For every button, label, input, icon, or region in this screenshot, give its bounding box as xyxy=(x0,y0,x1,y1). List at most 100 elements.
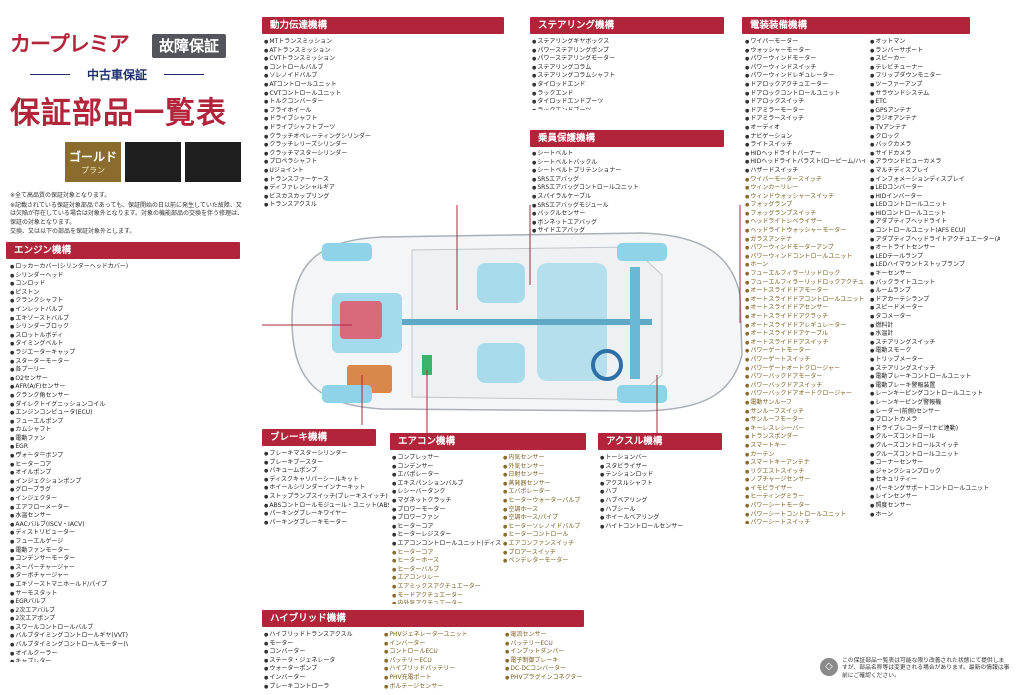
list-item: ラックエンドブーツ xyxy=(532,107,672,110)
list-item: クランク角センサー xyxy=(10,392,128,401)
hybrid-list-1: ハイブリッドトランスアクスルモーターコンバーターステータ・ジェネレータウォーター… xyxy=(264,631,384,689)
list-item: ソレノイドバルブ xyxy=(264,72,394,81)
list-item: スターターモーター xyxy=(10,358,128,367)
list-item: 燃料計 xyxy=(870,322,1000,331)
wheel-front-left xyxy=(322,243,372,261)
list-item: バックライトユニット xyxy=(870,279,1000,288)
list-item: バルブタイミングコントロールギヤ(VVT) xyxy=(10,632,128,641)
list-item: O2センサー xyxy=(10,375,128,384)
list-item: HIDヘッドライトバラスト(ローピーム/ハイビーム) xyxy=(745,158,865,167)
list-item: オートライトセンサー xyxy=(870,244,1000,253)
seat-front-left xyxy=(477,263,525,303)
list-item: 空調ホース xyxy=(503,506,593,515)
list-item: パワーウィンドモーターアンプ xyxy=(745,244,865,253)
list-item: フューエルフィラーリッドロック xyxy=(745,270,865,279)
list-item: ターボチャージャー xyxy=(10,572,128,581)
list-item: エンジンコンピュータ(ECU) xyxy=(10,409,128,418)
list-item: オーディオ xyxy=(745,124,865,133)
list-item: グロープラグ xyxy=(10,486,128,495)
list-item: オートスライドドアスイッチ xyxy=(745,339,865,348)
list-item: TVアンテナ xyxy=(870,124,1000,133)
list-item: アラウンドビューカメラ xyxy=(870,158,1000,167)
list-item: ヒーターソレノイドバルブ xyxy=(503,523,593,532)
list-item: テレビチューナー xyxy=(870,64,1000,73)
plan-dark-2[interactable] xyxy=(185,142,241,182)
list-item: アダプティブヘッドライト xyxy=(870,218,1000,227)
list-item: ヒーターバルブ xyxy=(392,566,502,575)
list-item: レシーバータンク xyxy=(392,488,502,497)
list-item: パーキングサポートコントロールユニット xyxy=(870,485,1000,494)
list-item: ライトスイッチ xyxy=(745,141,865,150)
list-item: サラウンドシステム xyxy=(870,90,1000,99)
list-item: プロペラシャフト xyxy=(264,158,394,167)
list-item: クルーズコントロール xyxy=(870,433,1000,442)
list-item: イモビライザー xyxy=(745,485,865,494)
plan-gold-sublabel: プラン xyxy=(81,166,105,175)
list-item: HIDコントロールユニット xyxy=(870,210,1000,219)
list-item: パワーステアリングポンプ xyxy=(532,47,672,56)
list-item: パワーシートコントロールユニット xyxy=(745,511,865,520)
list-item: ハザードスイッチ xyxy=(745,167,865,176)
list-item: コントロールECU xyxy=(384,648,504,657)
list-item: インジェクター xyxy=(10,495,128,504)
list-item: 照度センサー xyxy=(870,502,1000,511)
list-item: コントロールバルブ xyxy=(264,64,394,73)
list-item: ウォッシャーモーター xyxy=(745,47,865,56)
list-item: スピーカー xyxy=(870,55,1000,64)
subbrand-line-right xyxy=(164,74,204,75)
list-item: ATコントロールユニット xyxy=(264,81,394,90)
plan-gold[interactable]: ゴールド プラン xyxy=(65,142,121,182)
list-item: スマートキー xyxy=(745,442,865,451)
list-item: SRSエアバッグモジュール xyxy=(532,202,672,211)
list-item: EGRバルブ xyxy=(10,598,128,607)
list-item: スパイラルケーブル xyxy=(532,193,672,202)
list-item: ラジエーターキャップ xyxy=(10,349,128,358)
list-item: インジェクションポンプ xyxy=(10,478,128,487)
list-item: 電流センサー xyxy=(505,631,605,640)
subbrand-line-left xyxy=(30,74,70,75)
list-item: AFR(A/F)センサー xyxy=(10,383,128,392)
list-item: LEDコンバーター xyxy=(870,184,1000,193)
axle-list: トーションバースタビライザーテンションロッドアクスルシャフトハブハブベアリングハ… xyxy=(600,454,715,534)
list-item: ワイパーモーター xyxy=(745,38,865,47)
list-item: オートスライドドアケーブル xyxy=(745,330,865,339)
list-item: フューエルフィラーリッドロックアクチュエーター xyxy=(745,279,865,288)
list-item: クラッチオペレーティングシリンダー xyxy=(264,133,394,142)
electrical-list-1: ワイパーモーターウォッシャーモーターパワーウィンドモーターパワーウィンドスイッチ… xyxy=(745,38,865,524)
list-item: パワーシートモーター xyxy=(745,502,865,511)
list-item: ロッカーカバー(シリンダーヘッドカバー) xyxy=(10,263,128,272)
list-item: オットマン xyxy=(870,38,1000,47)
brand-header: カープレミア 故障保証 xyxy=(10,28,245,60)
list-item: ブロアースイッチ xyxy=(503,549,593,558)
list-item: エアコンリレー xyxy=(392,574,502,583)
plan-dark-1[interactable] xyxy=(125,142,181,182)
list-item: パワーウィンドモーター xyxy=(745,55,865,64)
list-item: ホーン xyxy=(870,511,1000,520)
list-item: エバポレーター xyxy=(503,488,593,497)
list-item: サーモスタット xyxy=(10,590,128,599)
list-item: ブロワーモーター xyxy=(392,506,502,515)
list-item: ウィンドウォッシャースイッチ xyxy=(745,193,865,202)
list-item: ビスカスカップリング xyxy=(264,193,394,202)
category-electrical-header: 電装装備機構 xyxy=(742,17,970,34)
list-item: ノブチャージセンサー xyxy=(745,476,865,485)
list-item: バックカメラ xyxy=(870,141,1000,150)
power-list: MTトランスミッションATトランスミッションCVTトランスミッションコントロール… xyxy=(264,38,394,208)
list-item: 電子制御ブレーキ xyxy=(505,657,605,666)
list-item: フォッグランプスイッチ xyxy=(745,210,865,219)
list-item: オートスライドドアモーター xyxy=(745,287,865,296)
list-item: ウォーターポンプ xyxy=(264,665,384,674)
note-line: 交換、又は以下の部品を保証対象外とします。 xyxy=(10,228,136,236)
list-item: ボルテージセンサー xyxy=(384,683,504,689)
plan-gold-label: ゴールド xyxy=(68,150,117,164)
brand-logo: カープレミア xyxy=(10,32,130,56)
warranty-badge: 故障保証 xyxy=(152,34,227,58)
list-item: スロットルボディ xyxy=(10,332,128,341)
list-item: 電動ブレーキ警報装置 xyxy=(870,382,1000,391)
list-item: スマートキーアンテナ xyxy=(745,459,865,468)
list-item: コントロールユニット(AFS ECU) xyxy=(870,227,1000,236)
list-item: ブレーキコントローラ xyxy=(264,683,384,689)
list-item: パワーシートスイッチ xyxy=(745,519,865,524)
aircon-unit xyxy=(422,355,432,375)
seat-front-right xyxy=(477,343,525,383)
